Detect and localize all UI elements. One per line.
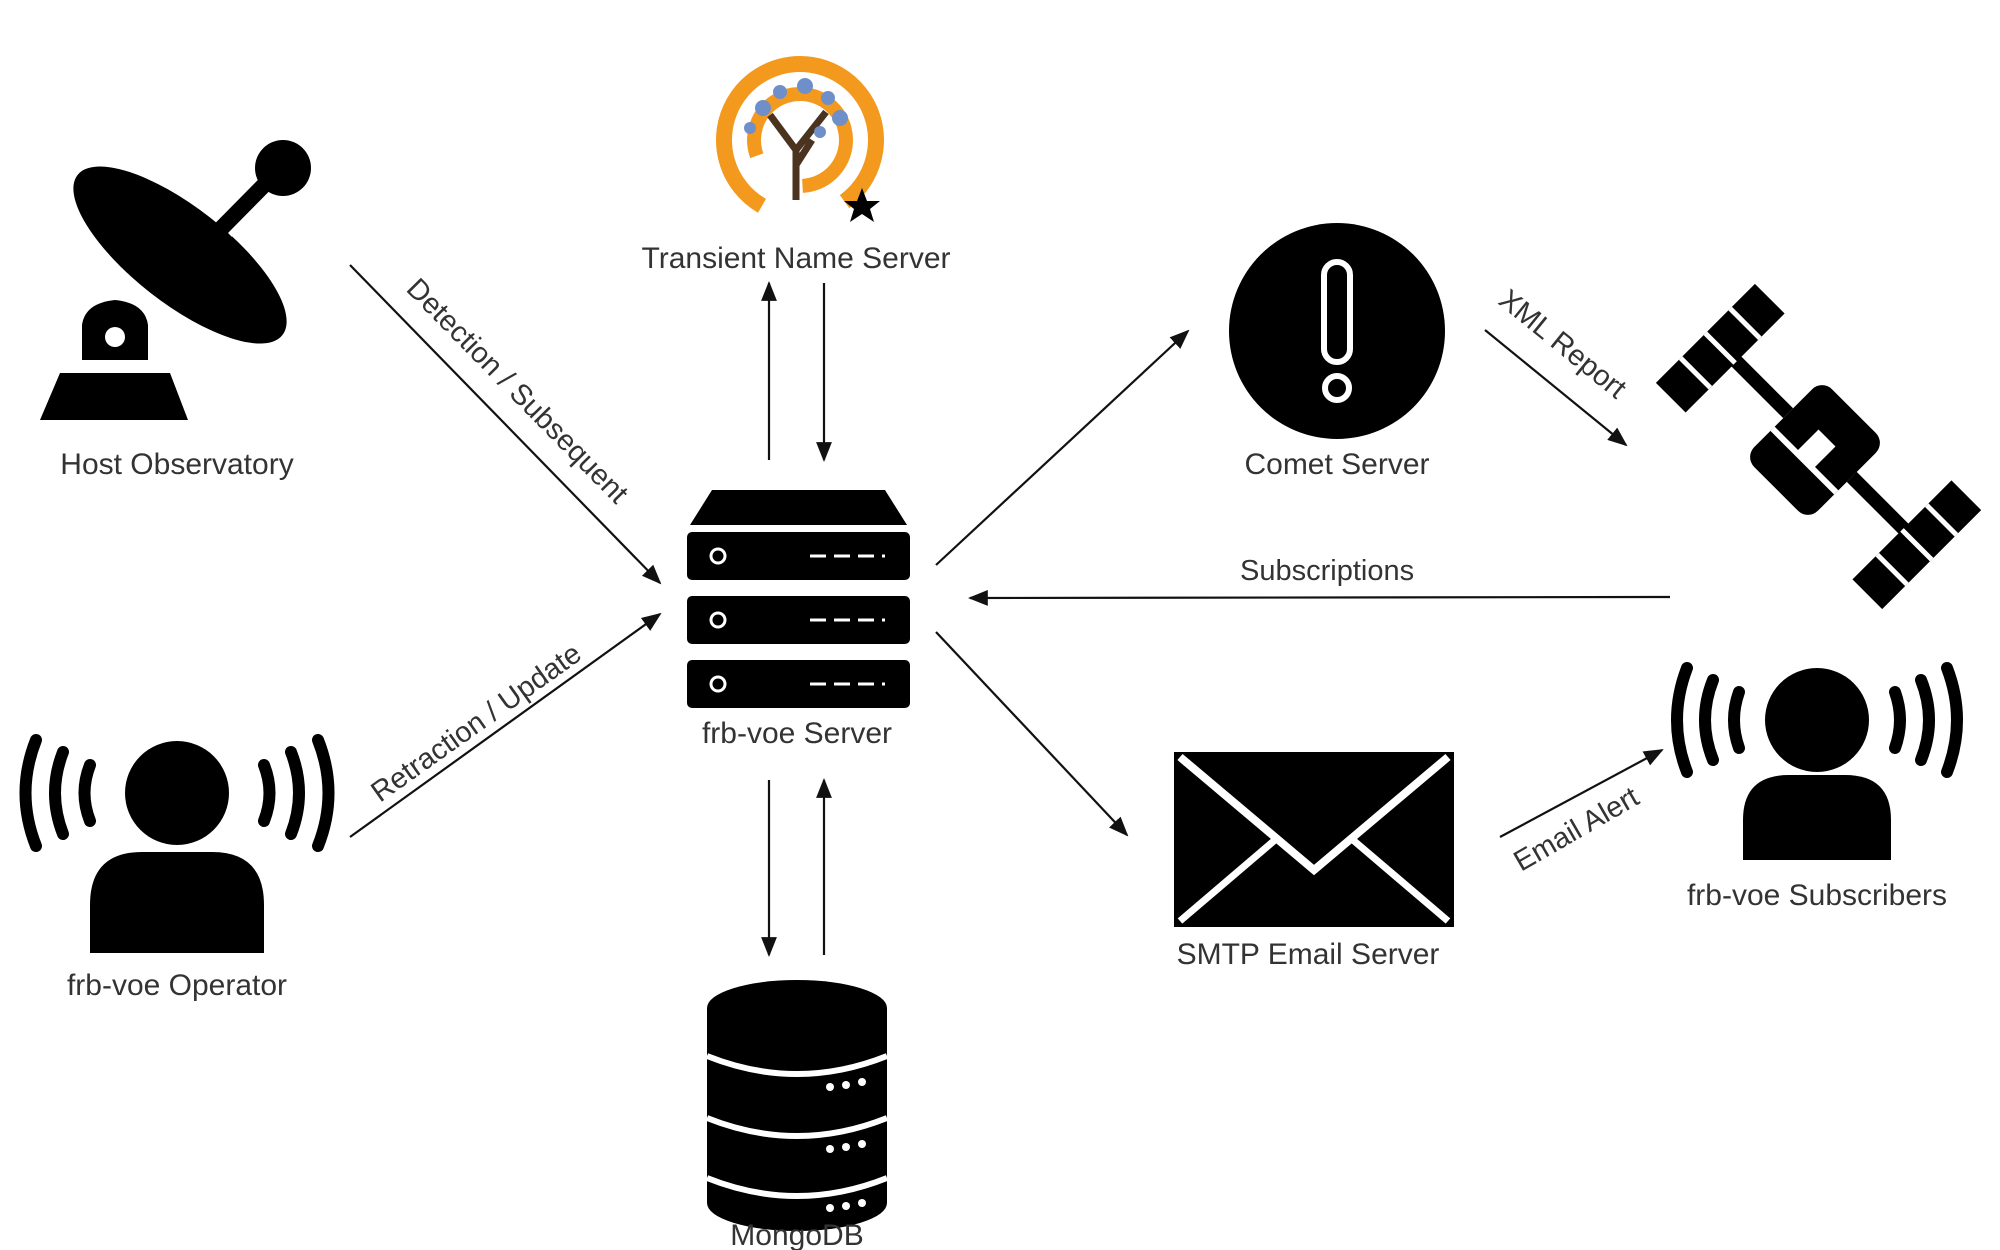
edges xyxy=(349,264,1671,957)
edge-subscriptions xyxy=(968,590,1671,606)
edge-detection xyxy=(349,264,662,585)
label-frb-voe-subscribers: frb-voe Subscribers xyxy=(1687,879,1947,912)
edge-label-detection: Detection / Subsequent xyxy=(400,272,634,509)
label-comet-server: Comet Server xyxy=(1244,448,1429,481)
edge-retraction xyxy=(349,612,662,838)
edge-xml-report xyxy=(1484,329,1628,447)
person-broadcasting-icon xyxy=(19,734,335,953)
exclamation-icon xyxy=(1229,223,1445,439)
label-host-observatory: Host Observatory xyxy=(60,448,293,481)
person-broadcasting-icon xyxy=(1671,662,1963,860)
server-rack-icon xyxy=(687,490,910,708)
label-mongodb: MongoDB xyxy=(730,1219,863,1250)
database-icon xyxy=(705,980,889,1231)
satellite-dish-icon xyxy=(40,140,311,420)
edge-label-subscriptions: Subscriptions xyxy=(1240,555,1414,587)
satellite-icon xyxy=(1655,283,1982,610)
label-frb-voe-operator: frb-voe Operator xyxy=(67,969,287,1002)
edge-to-smtp xyxy=(935,631,1129,837)
label-smtp-email-server: SMTP Email Server xyxy=(1177,938,1440,971)
edge-label-xml-report: XML Report xyxy=(1493,284,1633,406)
edge-label-retraction: Retraction / Update xyxy=(365,638,587,809)
label-frb-voe-server: frb-voe Server xyxy=(702,717,892,750)
tns-logo xyxy=(716,55,885,224)
envelope-icon xyxy=(1174,752,1454,927)
edge-email-alert xyxy=(1499,749,1664,838)
edge-to-comet xyxy=(935,329,1190,566)
label-transient-name-server: Transient Name Server xyxy=(642,242,951,275)
